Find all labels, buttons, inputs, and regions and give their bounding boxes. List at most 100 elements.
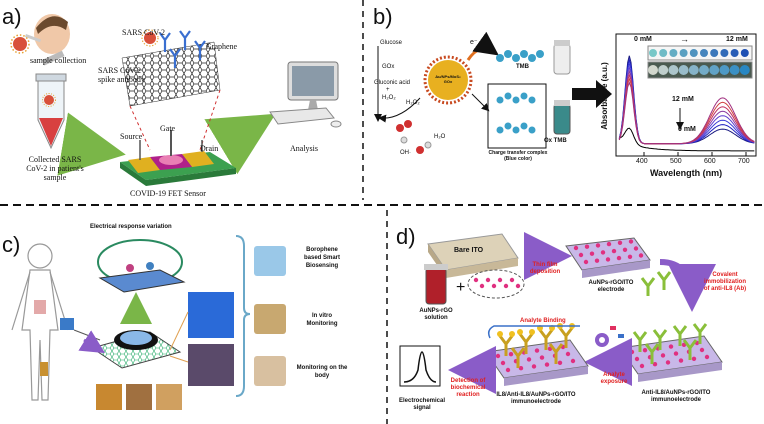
xtick-500: 500 [670,158,682,165]
panel-a-label: a) [2,4,22,29]
well-top-7 [720,49,729,57]
well-top-2 [669,49,678,57]
virus-icon [10,34,30,54]
aunp-dot [660,353,666,358]
aunp-dot [605,257,611,262]
aunp-dot [691,356,697,361]
well-bottom-8 [729,65,740,75]
aunp-dot [665,360,671,365]
aunp-dot [544,362,550,367]
absorbance-chart [615,33,757,157]
analysis-label: Analysis [290,144,318,153]
gox-label: GOx [382,64,395,70]
aunp-dot [500,360,506,366]
absorbance-curve-8 [618,81,755,145]
graphene-label: Graphene [206,42,238,51]
well-top-1 [659,49,668,57]
aunp-dot [557,360,563,365]
aunp-dot [509,277,515,283]
electron-label: e⁻ [470,39,478,46]
panel-b-graphics [374,31,757,157]
drain-label: Drain [200,144,219,153]
well-top-8 [730,49,739,57]
panel-b-label: b) [373,4,393,29]
gluconic-acid-label: Gluconic acid [374,80,411,86]
xtick-700: 700 [738,158,750,165]
aunp-dot [616,255,622,261]
aunp-dot [633,246,639,251]
aunp-dot [627,254,633,259]
well-top-5 [700,49,708,57]
ox-tmb-label: Ox TMB [544,138,567,144]
sample-collection-label: sample collection [30,56,87,65]
well-top-6 [710,49,719,57]
h2o-label: H₂O [434,134,446,140]
h2o2-molecule-label: H₂O₂ [406,100,420,106]
well-top-0 [649,49,657,57]
well-bottom-9 [739,65,750,75]
bare-ito-label: Bare ITO [454,247,484,254]
xtick-400: 400 [636,158,648,165]
oh-radical-label: OH· [400,150,411,156]
aunps-solution-vial [424,264,448,305]
analyte-icons [595,326,624,347]
tmb-label: TMB [516,64,529,70]
aunp-dot [678,358,684,363]
sample-tube-icon [35,50,67,150]
charge-transfer-box [487,83,547,149]
aunp-dot [479,283,485,289]
aunp-dot [606,241,612,247]
fet-sensor-label: COVID-19 FET Sensor [130,189,206,198]
charge-transfer-label: Charge transfer complex(Blue color) [488,150,548,162]
aunp-dot [531,364,537,369]
vial-clear [553,40,571,75]
aunp-dot [704,354,710,360]
aunp-dot [570,358,576,364]
aunp-dot [600,250,606,255]
glucose-label: Glucose [380,40,403,46]
electrical-response-sensor [97,239,186,293]
analyte-binding-label: Analyte Binding [520,318,566,324]
aunp-dot [589,251,595,256]
micrograph-dark [188,344,234,386]
application-bracket [235,235,251,397]
svg-text:+: + [456,279,465,296]
nanozyme-sphere [423,55,473,105]
well-bottom-4 [688,65,699,75]
aunp-dot [573,245,579,251]
aunp-dot [497,277,503,283]
well-bottom-6 [709,65,720,75]
panel-c-label: c) [2,232,21,257]
source-label: Source [120,132,143,141]
aunp-dot [505,367,511,373]
aunp-dot [578,252,584,258]
well-bottom-3 [678,65,689,75]
absorbance-axis-label: Absorbance (a.u.) [600,62,609,130]
aunp-dot [485,277,491,283]
aunp-dot [508,352,514,357]
free-antibody-icons [640,271,672,296]
inset-0mM-label: 0 mM [634,36,652,43]
curve-12mM-label: 12 mM [672,96,694,103]
aunp-dot [565,351,571,357]
curve-0mM-label: 0 mM [678,126,696,133]
electrical-response-label: Electrical response variation [90,224,172,230]
aunp-dot [617,240,623,245]
anti-il8-electrode [619,323,723,382]
inset-arrow-label: → [680,34,689,44]
signal-plot-box [399,345,441,387]
antibody-icons [159,30,206,68]
aunp-dot [515,283,521,289]
fet-sensor-chip [120,130,236,186]
complex-molecules [496,92,536,134]
panel-a-graphics [10,14,342,186]
micrograph-blue [188,292,234,338]
well-top-3 [679,49,688,57]
well-bottom-5 [699,65,709,75]
